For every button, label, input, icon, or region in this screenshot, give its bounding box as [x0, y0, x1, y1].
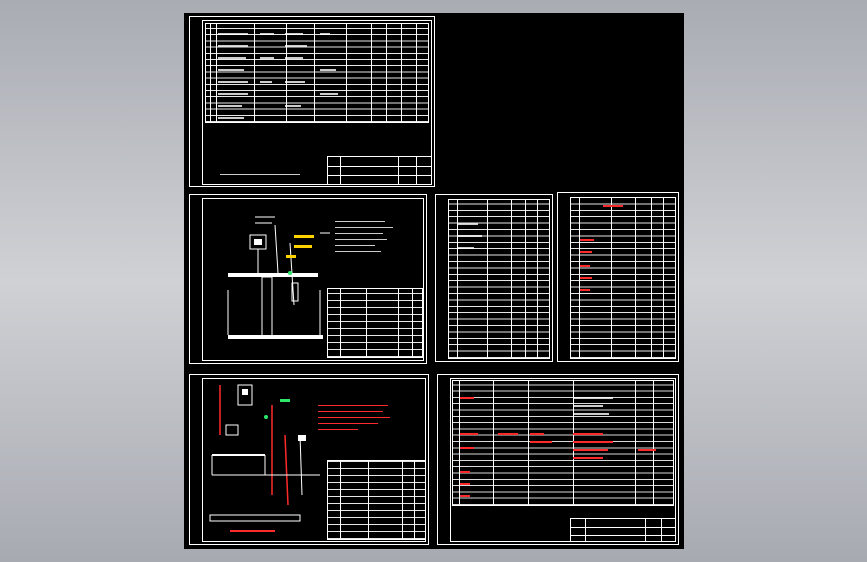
- install-detail-drawing: [227, 216, 330, 339]
- equipment-table-2: [452, 380, 674, 506]
- drawing-canvas[interactable]: [184, 13, 684, 549]
- material-table-sheet-2: [557, 192, 679, 362]
- sheet-inner-frame: [450, 378, 676, 542]
- equipment-table: [205, 23, 429, 123]
- title-block: [327, 156, 432, 185]
- sheet-inner-frame: [202, 198, 424, 361]
- equipment-list-sheet-2: [437, 374, 679, 545]
- material-table-sheet-1: [435, 194, 553, 362]
- parts-list-2: [327, 460, 426, 540]
- equipment-list-sheet: [189, 16, 435, 187]
- material-table-1: [448, 199, 550, 359]
- install-detail-sheet-2: [189, 374, 429, 545]
- title-block-2: [570, 518, 676, 542]
- install-detail-drawing-2: [209, 384, 320, 532]
- install-detail-sheet-1: [189, 194, 427, 364]
- sheet-inner-frame: [202, 20, 432, 185]
- parts-list: [327, 288, 423, 358]
